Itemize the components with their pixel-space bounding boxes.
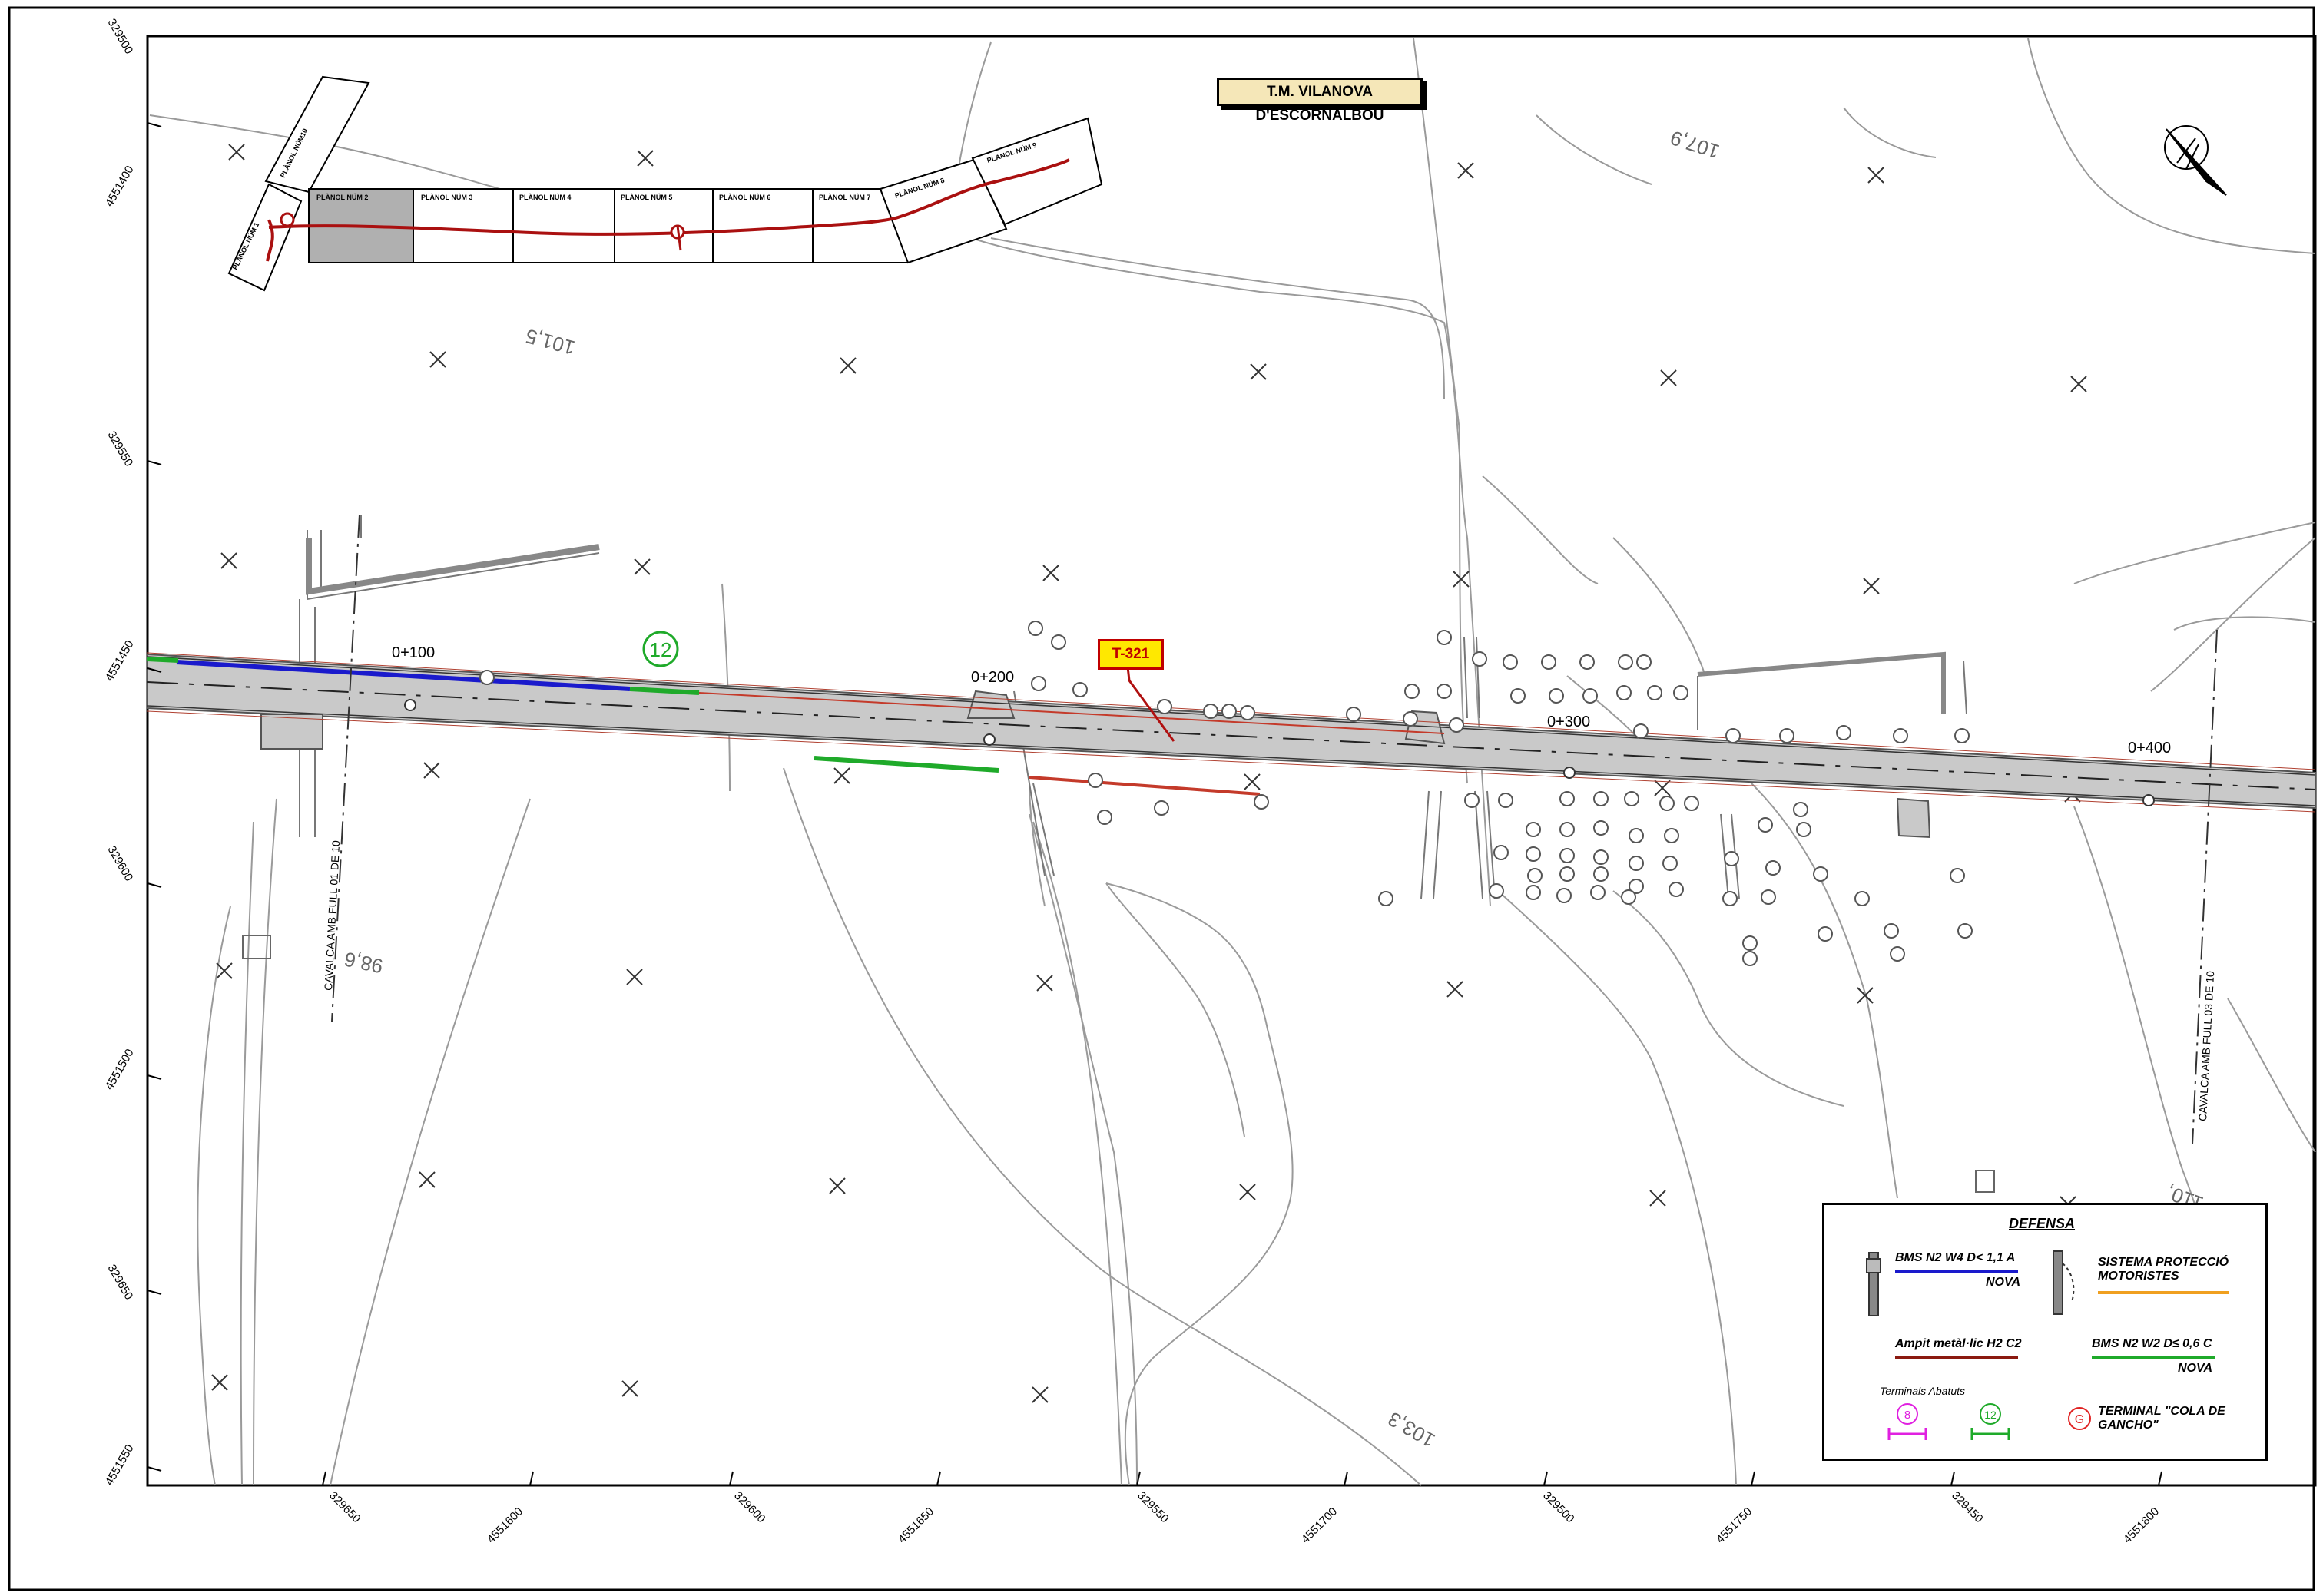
match-line-left: [331, 514, 360, 1022]
coords-bottom: 329650 4551600 329600 4551650 329550 455…: [326, 1489, 2162, 1546]
keyplan-sheet-2: PLÀNOL NÚM 2: [316, 193, 368, 201]
match-line-right: [2192, 629, 2218, 1145]
terminal-8-text: 8: [1904, 1409, 1910, 1422]
chainage-labels: 0+100 0+200 0+300 0+400: [392, 644, 2171, 757]
coord-bottom-8: 4551750: [1714, 1505, 1755, 1546]
coord-bottom-7: 329500: [1540, 1489, 1576, 1525]
keyplan-sheet-7: PLÀNOL NÚM 7: [819, 193, 870, 201]
legend-box: DEFENSA BMS N2 W4 D< 1,1 A NOVA SISTEMA …: [1822, 1203, 2268, 1461]
legend-title: DEFENSA: [2009, 1216, 2076, 1231]
terminal-12-marker: [642, 631, 679, 667]
terminal-12-symbol: 12: [1970, 1403, 2010, 1440]
coord-left-1: 329500: [105, 17, 136, 57]
legend-item-3-label: Ampit metàl·lic H2 C2: [1895, 1337, 2022, 1350]
ditch-top-left: [306, 538, 600, 595]
legend-item-3-line: [1895, 1356, 2018, 1359]
road-code-tag: T-321: [1098, 639, 1164, 670]
terminal-12-label: 12: [650, 638, 672, 661]
coord-left-7: 329650: [105, 1263, 136, 1303]
terminal-g-label: TERMINAL "COLA DE GANCHO": [2098, 1405, 2225, 1432]
coord-bottom-9: 329450: [1949, 1489, 1985, 1525]
coord-left-8: 4551550: [103, 1442, 137, 1488]
coord-bottom-10: 4551800: [2121, 1505, 2162, 1546]
barrier-green-north: [629, 687, 700, 695]
coord-bottom-5: 329550: [1135, 1489, 1171, 1525]
tree-symbols: [479, 621, 1973, 966]
legend-item-1-label: BMS N2 W4 D< 1,1 A: [1895, 1251, 2016, 1264]
coord-left-6: 4551500: [103, 1047, 137, 1092]
coord-left-4: 4551450: [103, 638, 137, 684]
legend-item-1-sub: NOVA: [1986, 1276, 2021, 1289]
spot-height-markers: [211, 144, 2087, 1403]
coord-left-2: 4551400: [103, 164, 137, 209]
ditch-right: [1697, 651, 1946, 714]
terminals-label: Terminals Abatuts: [1880, 1385, 1966, 1397]
coord-bottom-6: 4551700: [1299, 1505, 1340, 1546]
coord-left-3: 329550: [105, 429, 136, 469]
legend-item-4-label: BMS N2 W2 D≤ 0,6 C: [2092, 1337, 2212, 1350]
coord-left-5: 329600: [105, 844, 136, 884]
coord-bottom-4: 4551650: [896, 1505, 936, 1546]
chainage-markers: [404, 699, 2155, 806]
terminal-g-symbol: G: [2068, 1407, 2091, 1430]
municipality-label: T.M. VILANOVA D'ESCORNALBOU: [1217, 78, 1423, 124]
chainage-0100: 0+100: [392, 644, 435, 661]
barrier-green-west: [147, 657, 179, 663]
key-plan: PLÀNOL NÚM 1 PLÀNOL NÚM 2 PLÀNOL NÚM 3 P…: [227, 75, 1103, 292]
chainage-0400: 0+400: [2128, 740, 2171, 757]
elevation-107-9: 107,9: [1668, 126, 1722, 164]
coord-bottom-1: 329650: [326, 1489, 363, 1525]
match-line-left-label: CAVALCA AMB FULL 01 DE 10: [322, 840, 342, 992]
coords-left: 329500 4551400 329550 4551450 329600 455…: [103, 17, 137, 1488]
map-frame: [146, 35, 2317, 1487]
grid-ticks: [147, 122, 2162, 1486]
terminal-12-text: 12: [1984, 1409, 1997, 1421]
elevation-101-5: 101,5: [523, 324, 578, 359]
terminal-8-symbol: 8: [1887, 1403, 1927, 1440]
keyplan-sheet-4: PLÀNOL NÚM 4: [519, 193, 571, 201]
keyplan-sheet-3: PLÀNOL NÚM 3: [421, 193, 472, 201]
north-arrow-icon: [2164, 125, 2227, 196]
post-icon: [1866, 1252, 1881, 1316]
legend-item-2-line: [2098, 1291, 2229, 1294]
keyplan-sheet-6: PLÀNOL NÚM 6: [719, 193, 770, 201]
legend-item-4-line: [2092, 1356, 2215, 1359]
legend-item-4-sub: NOVA: [2178, 1362, 2213, 1375]
elevation-103-3: 103,3: [1384, 1407, 1439, 1452]
legend-item-2-label: SISTEMA PROTECCIÓ MOTORISTES: [2098, 1256, 2229, 1283]
barrier-red-north: [698, 692, 1445, 734]
barrier-green-south: [814, 756, 999, 773]
barrier-blue: [176, 660, 631, 691]
motorcyclist-protection-icon: [2053, 1250, 2075, 1315]
coord-bottom-3: 329600: [731, 1489, 767, 1525]
terminal-g-text: G: [2075, 1413, 2084, 1426]
road-tag-leader: [1126, 666, 1175, 742]
legend-item-1-line: [1895, 1270, 2018, 1273]
coord-bottom-2: 4551600: [485, 1505, 525, 1546]
chainage-0200: 0+200: [971, 669, 1014, 686]
building-outline-2: [1975, 1170, 1995, 1193]
keyplan-sheet-5: PLÀNOL NÚM 5: [621, 193, 672, 201]
barrier-red-south: [1029, 776, 1261, 796]
building-outline: [242, 935, 271, 959]
chainage-0300: 0+300: [1547, 714, 1590, 730]
elevation-98-6: 98,6: [343, 948, 386, 978]
